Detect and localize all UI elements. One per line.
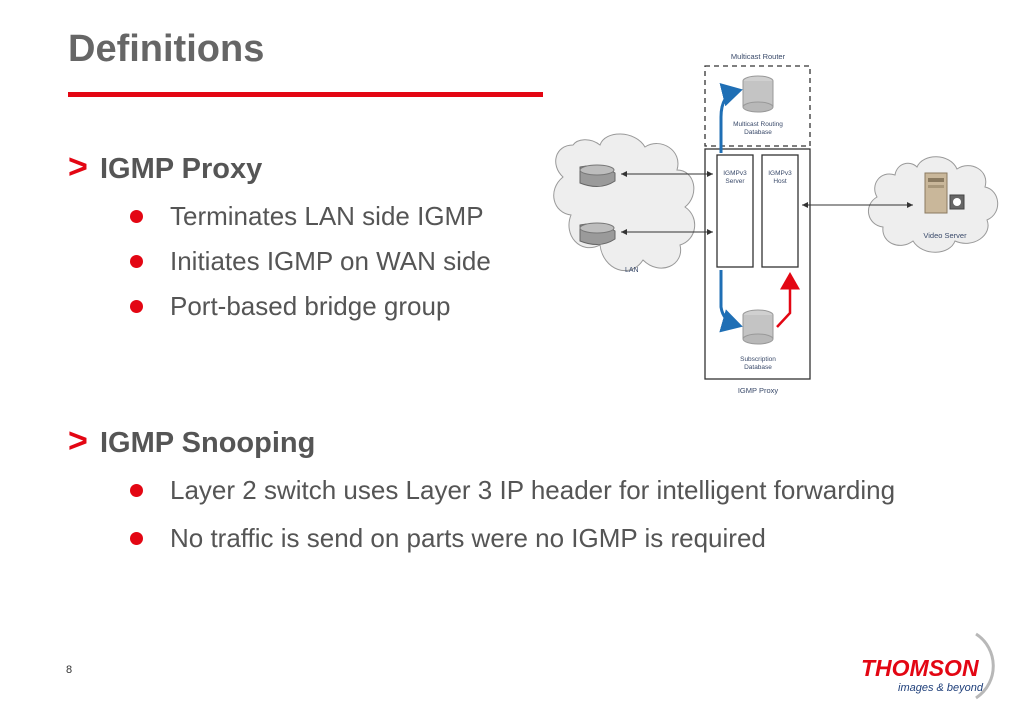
bullet-text: Terminates LAN side IGMP [170, 201, 484, 231]
section-igmp-snooping: > IGMP Snooping Layer 2 switch uses Laye… [68, 422, 930, 554]
routing-db-label: Database [744, 129, 772, 136]
list-item: Initiates IGMP on WAN side [130, 246, 491, 277]
section-heading: IGMP Proxy [100, 153, 263, 185]
logo-tagline: images & beyond [898, 682, 984, 694]
title-underline [68, 92, 543, 97]
bullet-dot-icon [130, 300, 143, 313]
lan-label: LAN [625, 267, 639, 274]
bullet-list: Terminates LAN side IGMP Initiates IGMP … [130, 201, 491, 322]
bullet-text: Initiates IGMP on WAN side [170, 246, 491, 276]
igmpv3-server-label: Server [725, 178, 745, 185]
bullet-text: Layer 2 switch uses Layer 3 IP header fo… [170, 475, 896, 505]
subscription-db-label: Database [744, 364, 772, 371]
database-icon [742, 309, 774, 345]
bullet-dot-icon [130, 532, 143, 545]
igmp-proxy-box [704, 148, 811, 380]
lan-cloud-icon [553, 133, 695, 272]
logo-swoosh-icon [975, 632, 995, 700]
igmpv3-server-box [716, 154, 754, 268]
igmp-proxy-label: IGMP Proxy [738, 386, 779, 395]
bullet-dot-icon [130, 210, 143, 223]
bullet-list: Layer 2 switch uses Layer 3 IP header fo… [130, 475, 930, 554]
igmpv3-host-box [761, 154, 799, 268]
bullet-text: Port-based bridge group [170, 291, 451, 321]
database-icon [742, 75, 774, 113]
multicast-router-label: Multicast Router [731, 52, 786, 61]
list-item: Layer 2 switch uses Layer 3 IP header fo… [130, 475, 930, 506]
section-igmp-proxy: > IGMP Proxy Terminates LAN side IGMP In… [68, 148, 491, 322]
igmpv3-host-label: IGMPv3 [768, 170, 792, 177]
list-item: Port-based bridge group [130, 291, 491, 322]
router-device-icon [579, 222, 616, 245]
igmp-proxy-diagram: Multicast Router Multicast Routing Datab… [553, 52, 999, 395]
video-server-label: Video Server [923, 231, 967, 240]
subscription-db-label: Subscription [740, 356, 776, 363]
downstream-flow-arrow [719, 270, 743, 333]
router-device-icon [579, 164, 616, 187]
bullet-dot-icon [130, 484, 143, 497]
chevron-marker: > [68, 148, 88, 186]
bullet-dot-icon [130, 255, 143, 268]
upstream-flow-arrow [719, 83, 743, 153]
section-heading: IGMP Snooping [100, 427, 316, 459]
routing-db-label: Multicast Routing [733, 121, 783, 128]
chevron-marker: > [68, 422, 88, 460]
logo-brand-text: THOMSON [861, 655, 979, 681]
section-heading-row: > IGMP Snooping [68, 422, 930, 461]
list-item: Terminates LAN side IGMP [130, 201, 491, 232]
slide-title: Definitions [68, 28, 265, 70]
multicast-router-box [704, 65, 811, 147]
section-heading-row: > IGMP Proxy [68, 148, 491, 187]
page-number: 8 [66, 664, 73, 676]
list-item: No traffic is send on parts were no IGMP… [130, 523, 930, 554]
thomson-logo: THOMSON images & beyond [861, 632, 995, 700]
subscription-flow-arrow [776, 272, 800, 328]
igmpv3-host-label: Host [773, 178, 787, 185]
bullet-text: No traffic is send on parts were no IGMP… [170, 523, 766, 553]
server-computer-icon [924, 172, 965, 214]
igmpv3-server-label: IGMPv3 [723, 170, 747, 177]
